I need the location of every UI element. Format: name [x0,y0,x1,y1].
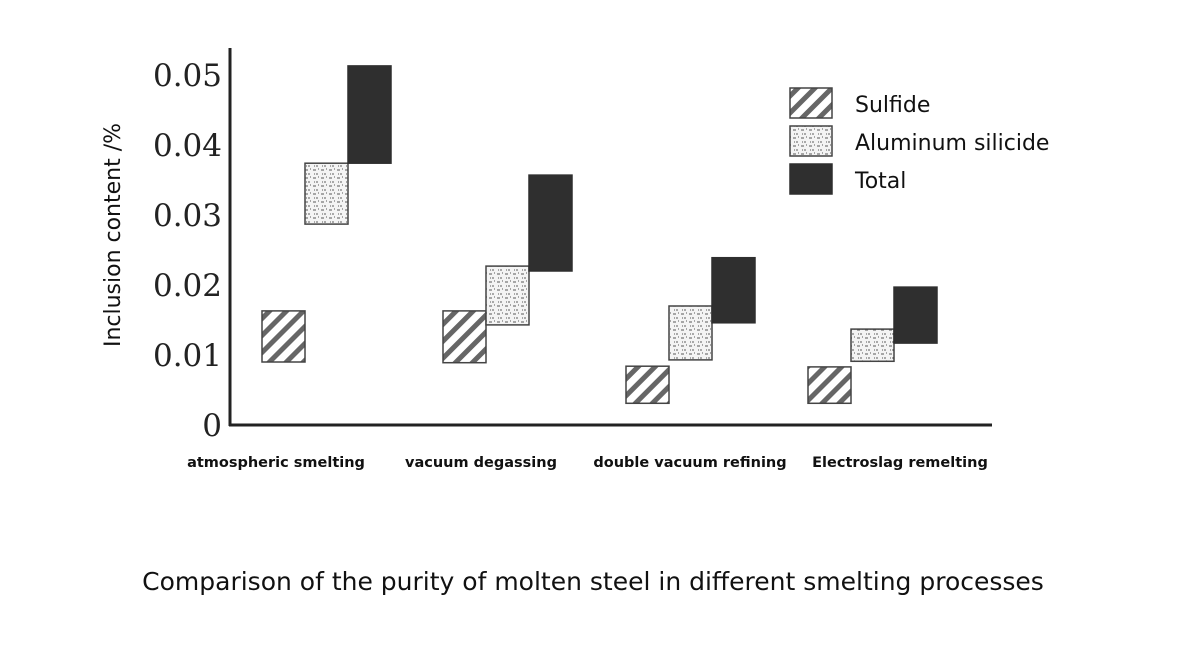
bars [261,65,938,405]
x-tick-label: Electroslag remelting [812,455,988,471]
legend-label: Aluminum silicide [855,131,1049,156]
x-tick-label: double vacuum refining [593,455,786,471]
bar-aluminum-silicide-1 [485,265,530,326]
bar-total-2 [711,256,756,324]
bar-aluminum-silicide-0 [304,162,349,225]
x-tick-label: vacuum degassing [405,455,557,471]
bar-aluminum-silicide-2 [668,305,713,361]
legend-swatch [789,125,833,157]
y-tick-label: 0.04 [153,128,222,164]
bar-sulfide-2 [625,365,670,405]
bar-total-3 [893,286,938,344]
legend-label: Total [854,169,906,194]
legend-swatch [789,163,833,195]
bar-aluminum-silicide-3 [850,328,895,363]
x-tick-label: atmospheric smelting [187,455,365,471]
y-tick-label: 0.01 [153,338,222,374]
bar-total-0 [347,65,392,164]
y-axis-label: Inclusion content /% [101,123,126,347]
chart-title: Comparison of the purity of molten steel… [142,567,1044,596]
y-tick-label: 0.05 [153,58,222,94]
axes [228,48,992,427]
y-tick-label: 0.03 [153,198,222,234]
bar-sulfide-3 [807,366,852,405]
y-tick-label: 0.02 [153,268,222,304]
bar-sulfide-1 [442,310,487,364]
legend-swatch [789,87,833,119]
bar-total-1 [528,174,573,272]
y-tick-label: 0 [202,408,222,444]
bar-sulfide-0 [261,310,306,363]
legend-label: Sulfide [855,93,930,118]
